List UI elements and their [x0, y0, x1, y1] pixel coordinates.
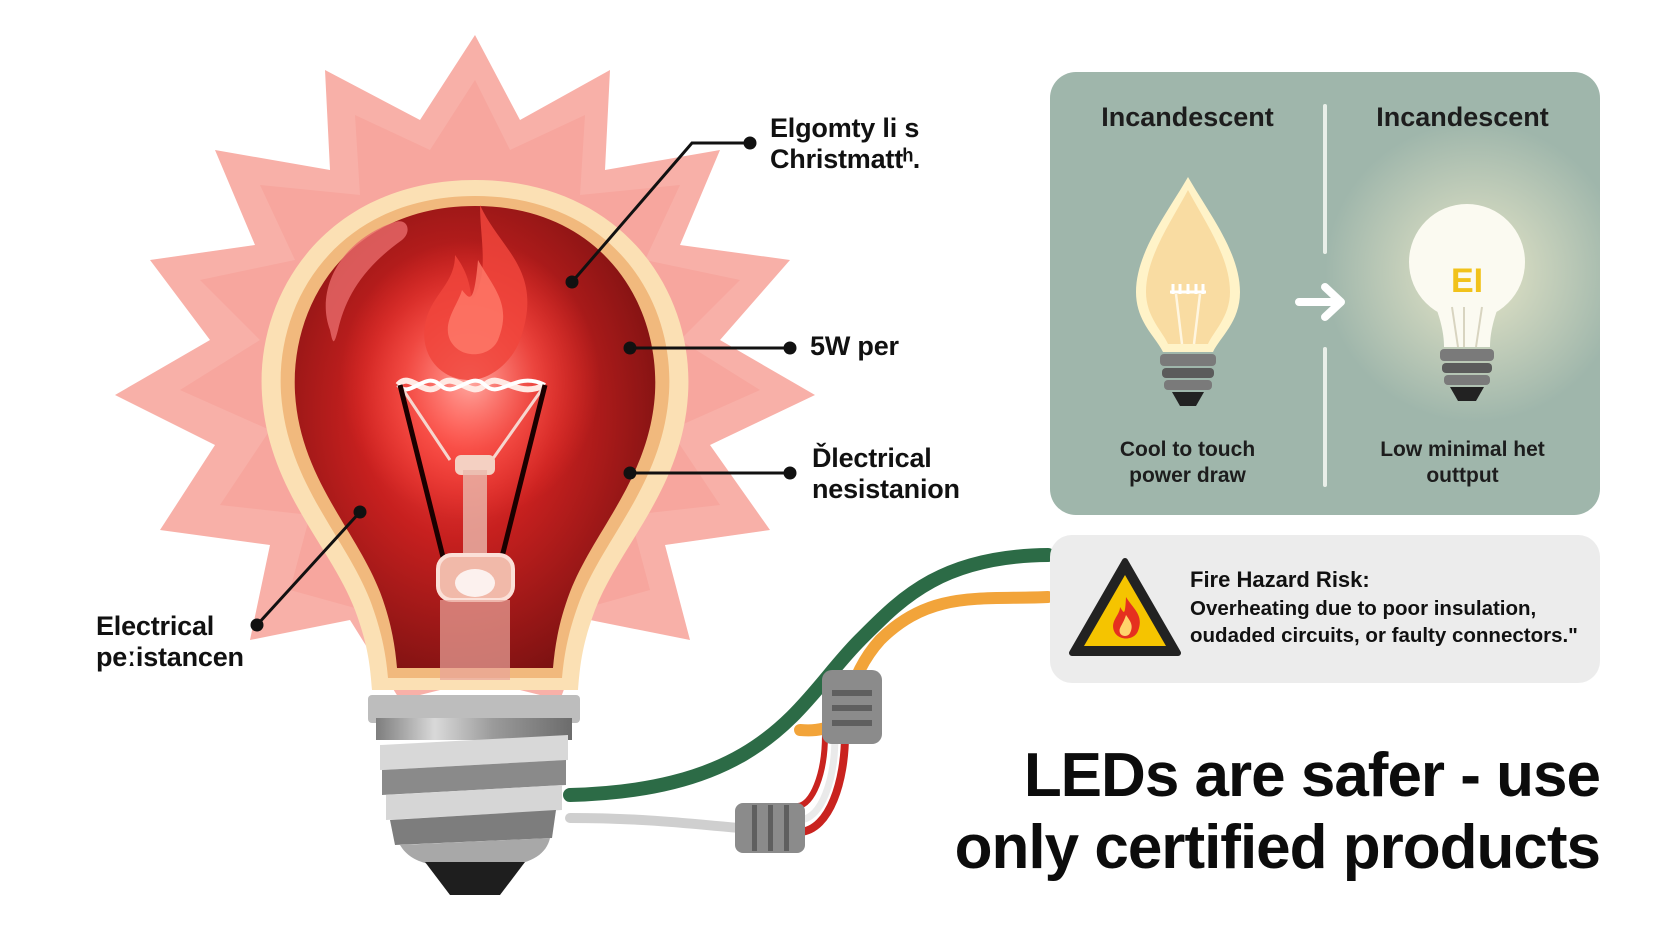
callout-top: Elgomty li s Christmattʰ.: [770, 113, 920, 175]
callout-lines: [250, 136, 797, 632]
callout-resistance-left-line2: peːistancen: [96, 642, 244, 672]
headline: LEDs are safer - use only certified prod…: [954, 740, 1601, 884]
callout-resistance-left-line1: Electrical: [96, 611, 215, 641]
headline-line2: only certified products: [954, 813, 1601, 882]
right-caption-line2: outtput: [1426, 464, 1499, 487]
warning-body: Overheating due to poor insulation, ouda…: [1190, 595, 1578, 649]
led-bulb-label: EI: [1451, 262, 1483, 300]
left-caption-line1: Cool to touch: [1119, 438, 1256, 461]
left-column-title: Incandescent: [1101, 102, 1274, 132]
callout-power-text: 5W per: [810, 331, 899, 361]
right-column-title: Incandescent: [1376, 102, 1549, 132]
right-column-caption: Low minimal het outtput: [1325, 437, 1600, 489]
callout-resistance-left: Electrical peːistancen: [96, 611, 244, 673]
left-column-caption: Cool to touch power draw: [1050, 437, 1325, 489]
callout-power: 5W per: [810, 331, 899, 362]
warning-body-line2: oudaded circuits, or faulty connectors.": [1190, 624, 1578, 647]
callout-resistance-right: Ďlectrical nesistanion: [812, 443, 960, 505]
divider-bottom: [1323, 347, 1327, 487]
warning-body-line1: Overheating due to poor insulation,: [1190, 597, 1537, 620]
fire-warning-icon: [1069, 558, 1181, 656]
warning-title: Fire Hazard Risk:: [1190, 567, 1370, 592]
arrow-right-icon: [1295, 283, 1345, 321]
callout-resistance-right-line1: Ďlectrical: [812, 443, 932, 473]
incandescent-bulb-icon: [1136, 177, 1240, 406]
bulb-screw-base: [368, 695, 580, 895]
callout-top-line1: Elgomty li s: [770, 113, 920, 143]
led-bulb-icon: EI: [1409, 204, 1525, 401]
callout-resistance-right-line2: nesistanion: [812, 474, 960, 504]
comparison-panel: Incandescent Incandescent EI Cool to tou…: [1050, 72, 1600, 515]
right-caption-line1: Low minimal het: [1380, 438, 1545, 461]
callout-top-line2: Christmattʰ.: [770, 144, 921, 174]
wire-connector-bottom: [735, 803, 805, 853]
red-bulb: [261, 180, 689, 690]
divider-top: [1323, 104, 1327, 254]
fire-hazard-warning: Fire Hazard Risk: Overheating due to poo…: [1050, 535, 1600, 683]
wire-connector-top: [822, 670, 882, 744]
headline-line1: LEDs are safer - use: [1023, 741, 1601, 810]
left-caption-line2: power draw: [1129, 464, 1246, 487]
